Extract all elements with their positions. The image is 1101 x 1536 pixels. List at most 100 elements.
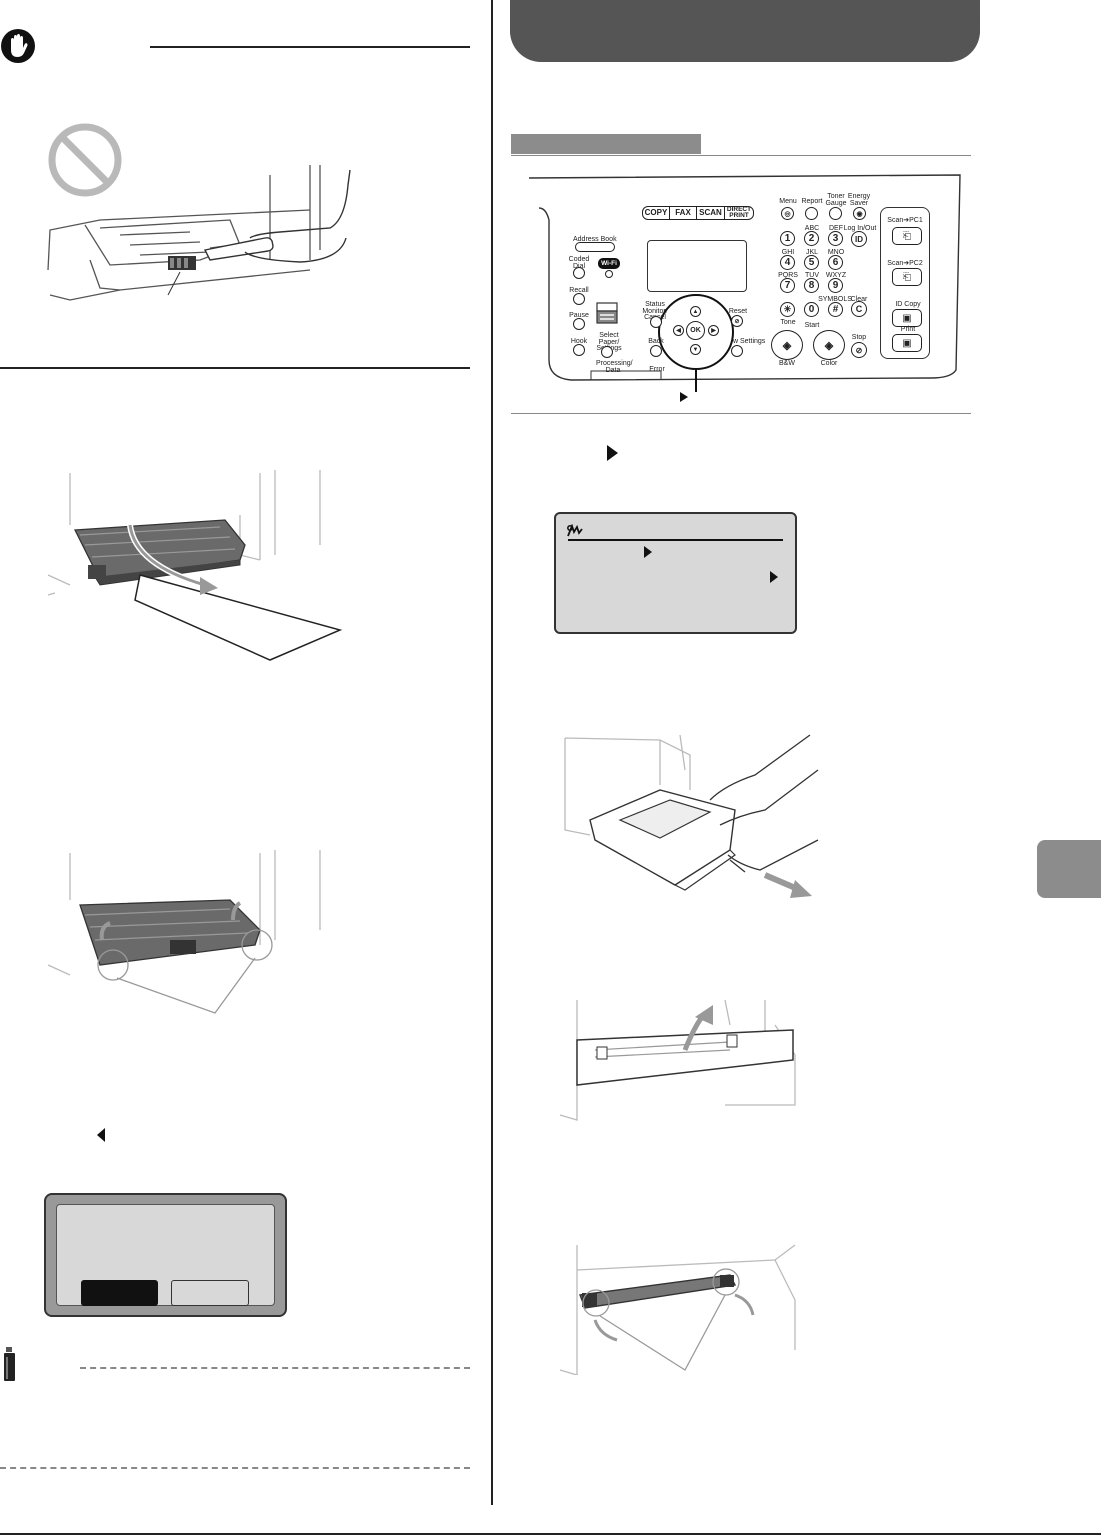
hash-key[interactable]: #: [828, 302, 843, 317]
stop-label: Stop: [851, 334, 867, 341]
mode-direct-print-button[interactable]: DIRECT PRINT: [724, 206, 754, 220]
key-8[interactable]: 8: [804, 278, 819, 293]
illustration-close-cover: [47, 850, 321, 1014]
start-bw-button[interactable]: ◈: [771, 330, 803, 360]
scan-pc1-label: Scan➔PC1: [887, 217, 923, 224]
nav-up-button[interactable]: ▲: [690, 306, 701, 317]
quick-keys-frame: [880, 207, 930, 359]
key-7[interactable]: 7: [780, 278, 795, 293]
report-button[interactable]: [805, 207, 818, 220]
mode-scan-button[interactable]: SCAN: [696, 206, 725, 220]
clear-label: Clear: [850, 296, 868, 303]
recall-button[interactable]: [573, 293, 585, 305]
arrow-right-icon: [607, 445, 618, 461]
coded-dial-button[interactable]: [573, 267, 585, 279]
login-label: Log In/Out: [843, 225, 877, 232]
reset-label: Reset: [728, 308, 748, 315]
ok-button[interactable]: OK: [686, 321, 705, 340]
lcd-option-selected[interactable]: [81, 1280, 158, 1306]
menu-label: Menu: [779, 198, 797, 205]
operation-panel: [511, 160, 971, 410]
key-0[interactable]: 0: [804, 302, 819, 317]
mode-copy-button[interactable]: COPY: [642, 206, 670, 220]
key-5[interactable]: 5: [804, 255, 819, 270]
nav-down-button[interactable]: ▼: [690, 344, 701, 355]
id-copy-label: ID Copy: [895, 301, 921, 308]
lcd-dialog: [44, 1193, 287, 1317]
symbols-label: SYMBOLS: [818, 296, 852, 303]
panel-lcd: [647, 240, 747, 292]
address-book-button[interactable]: [575, 242, 615, 252]
stop-button[interactable]: ⊘: [851, 342, 867, 358]
address-book-label: Address Book: [573, 236, 617, 243]
toner-gauge-button[interactable]: [829, 207, 842, 220]
illustration-prohibited-pull: [47, 123, 351, 301]
memo-dashed-rule-bottom: [0, 1467, 470, 1469]
memo-dashed-rule: [80, 1367, 470, 1369]
pause-button[interactable]: [573, 318, 585, 330]
new-settings-button[interactable]: [731, 345, 743, 357]
wifi-led: [605, 270, 613, 278]
back-button[interactable]: [650, 345, 662, 357]
recall-label: Recall: [569, 287, 589, 294]
toner-gauge-label: Toner Gauge: [825, 193, 847, 207]
error-label: Error: [649, 366, 665, 373]
scan-pc2-label: Scan➔PC2: [887, 260, 923, 267]
key-1[interactable]: 1: [780, 231, 795, 246]
coded-dial-label: Coded Dial: [568, 256, 590, 270]
arrow-right-icon: [644, 546, 652, 558]
scan-pc2-button[interactable]: ⎗: [892, 268, 922, 286]
status-monitor-button[interactable]: [650, 316, 662, 328]
energy-saver-label: Energy Saver: [847, 193, 871, 207]
hook-label: Hook: [570, 338, 588, 345]
scan-pc1-button[interactable]: ⎗: [892, 227, 922, 245]
footer-rule: [0, 1533, 1101, 1535]
chapter-tab: [1037, 840, 1101, 898]
key-4[interactable]: 4: [780, 255, 795, 270]
id-key[interactable]: ID: [851, 231, 867, 247]
illustration-pull-drawer: [564, 734, 819, 898]
processing-data-label: Processing/ Data: [596, 360, 633, 374]
subsection-rule-bottom: [511, 413, 971, 414]
start-color-button[interactable]: ◈: [813, 330, 845, 360]
lcd-option[interactable]: [171, 1280, 249, 1306]
hook-button[interactable]: [573, 344, 585, 356]
column-divider: [491, 0, 493, 1505]
key-2-letters: ABC: [804, 225, 820, 232]
clear-key[interactable]: C: [851, 301, 867, 317]
key-5-letters: JKL: [805, 249, 819, 256]
select-paper-button[interactable]: [601, 346, 613, 358]
key-2[interactable]: 2: [804, 231, 819, 246]
panel-outline: [528, 174, 961, 392]
print-button[interactable]: ▣: [892, 334, 922, 352]
key-7-letters: PQRS: [778, 272, 798, 279]
reset-button[interactable]: ⊘: [731, 315, 743, 327]
star-key[interactable]: ✳: [780, 302, 795, 317]
energy-saver-button[interactable]: ◉: [853, 207, 866, 220]
report-label: Report: [801, 198, 823, 205]
key-3[interactable]: 3: [828, 231, 843, 246]
nav-left-button[interactable]: ◀: [673, 325, 684, 336]
id-copy-button[interactable]: ▣: [892, 309, 922, 327]
subsection-rule: [511, 155, 971, 156]
arrow-left-icon: [97, 1128, 105, 1142]
menu-button[interactable]: ◎: [781, 207, 794, 220]
start-label: Start: [804, 322, 820, 329]
pause-label: Pause: [569, 312, 589, 319]
print-label: Print: [900, 326, 916, 333]
color-label: Color: [820, 360, 838, 367]
arrow-right-icon: [680, 392, 688, 402]
illustration-release-levers: [559, 1244, 796, 1375]
wifi-icon: Wi-Fi: [598, 258, 620, 269]
key-3-letters: DEF: [829, 225, 843, 232]
arrow-right-icon: [770, 571, 778, 583]
lcd-menu-screen: [554, 512, 797, 634]
key-9[interactable]: 9: [828, 278, 843, 293]
prohibited-icon: [48, 123, 122, 197]
nav-right-button[interactable]: ▶: [708, 325, 719, 336]
key-4-letters: GHI: [781, 249, 795, 256]
key-6-letters: MNO: [827, 249, 845, 256]
mode-fax-button[interactable]: FAX: [669, 206, 697, 220]
key-6[interactable]: 6: [828, 255, 843, 270]
bw-label: B&W: [779, 360, 795, 367]
